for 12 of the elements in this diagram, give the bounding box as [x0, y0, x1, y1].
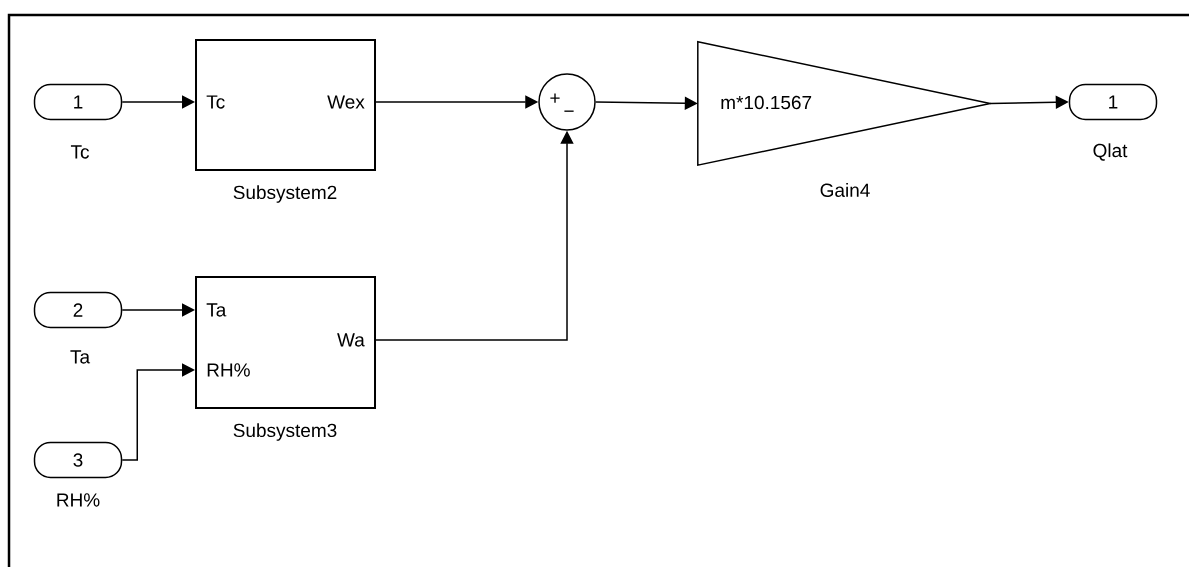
- arrow: [121, 95, 195, 109]
- block-label: Tc: [70, 145, 90, 159]
- subsystem-box: Ta RH% Wa: [195, 276, 376, 409]
- block-label: Subsystem2: [233, 185, 337, 203]
- block-label: Subsystem3: [233, 423, 337, 441]
- block-label: RH%: [57, 493, 100, 507]
- block-label: Qlat: [1093, 143, 1128, 161]
- block-label: Gain4: [820, 183, 870, 197]
- arrow: [121, 303, 195, 317]
- subsystem-box: Tc Wex: [195, 39, 376, 171]
- arrow: [121, 363, 195, 461]
- block-label: Ta: [70, 350, 91, 364]
